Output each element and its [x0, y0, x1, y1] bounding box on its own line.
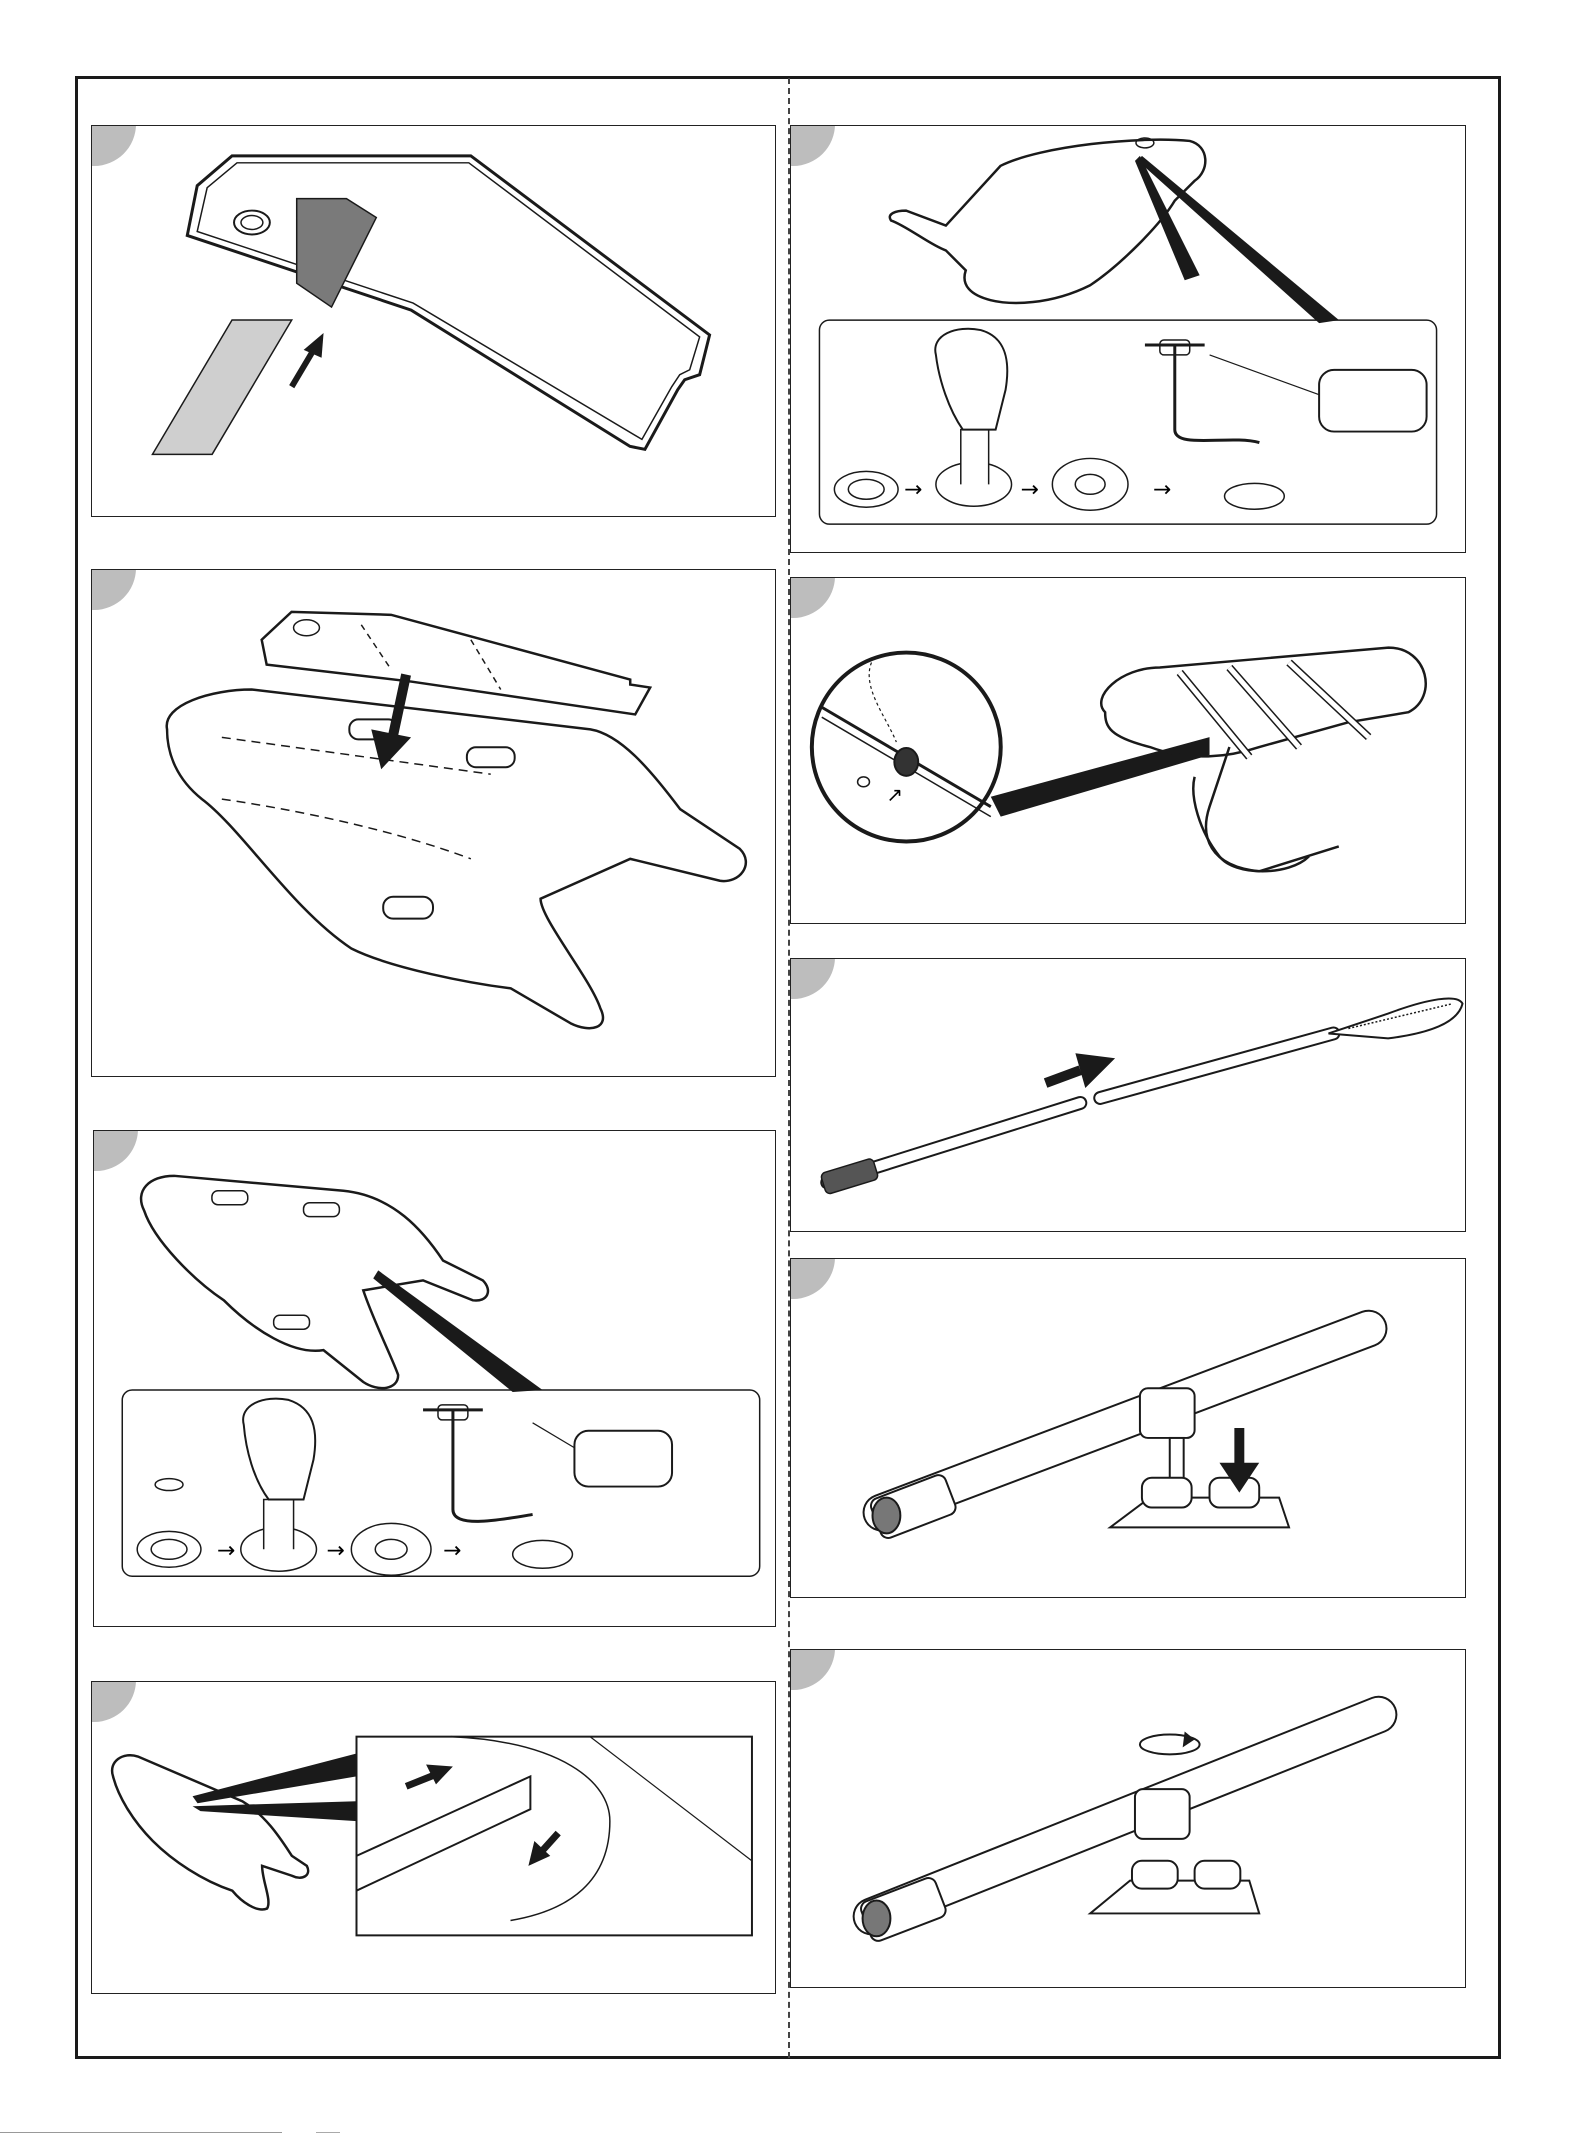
svg-text:→: → — [904, 477, 922, 502]
svg-text:→: → — [443, 1538, 461, 1563]
rope-attach-illustration: ↗ — [791, 578, 1465, 923]
inflate-sides-illustration: → → → — [94, 1131, 775, 1626]
svg-text:→: → — [217, 1538, 235, 1563]
svg-text:↗: ↗ — [886, 784, 903, 807]
footer-mark — [316, 2132, 340, 2133]
step-panel-floor-placement — [91, 569, 776, 1077]
step-panel-seat-install — [91, 1681, 776, 1994]
oar-assembly-illustration — [791, 959, 1465, 1231]
step-panel-oarlock-mount — [790, 1258, 1466, 1598]
step-panel-oarlock-rotate — [790, 1649, 1466, 1988]
floor-slat-illustration — [92, 126, 775, 516]
svg-text:→: → — [1153, 477, 1171, 502]
step-panel-floor-slat — [91, 125, 776, 517]
svg-text:→: → — [1021, 477, 1039, 502]
step-panel-rope-attach: ↗ — [790, 577, 1466, 924]
step-panel-inflate-sides: → → → — [93, 1130, 776, 1627]
oarlock-mount-illustration — [791, 1259, 1465, 1597]
svg-text:→: → — [326, 1538, 344, 1563]
footer-rule — [0, 2132, 282, 2133]
seat-install-illustration — [92, 1682, 775, 1993]
inflate-keel-illustration: → → → — [791, 126, 1465, 552]
step-panel-oar-assembly — [790, 958, 1466, 1232]
floor-placement-illustration — [92, 570, 775, 1076]
step-panel-inflate-keel: → → → — [790, 125, 1466, 553]
oarlock-rotate-illustration — [791, 1650, 1465, 1987]
